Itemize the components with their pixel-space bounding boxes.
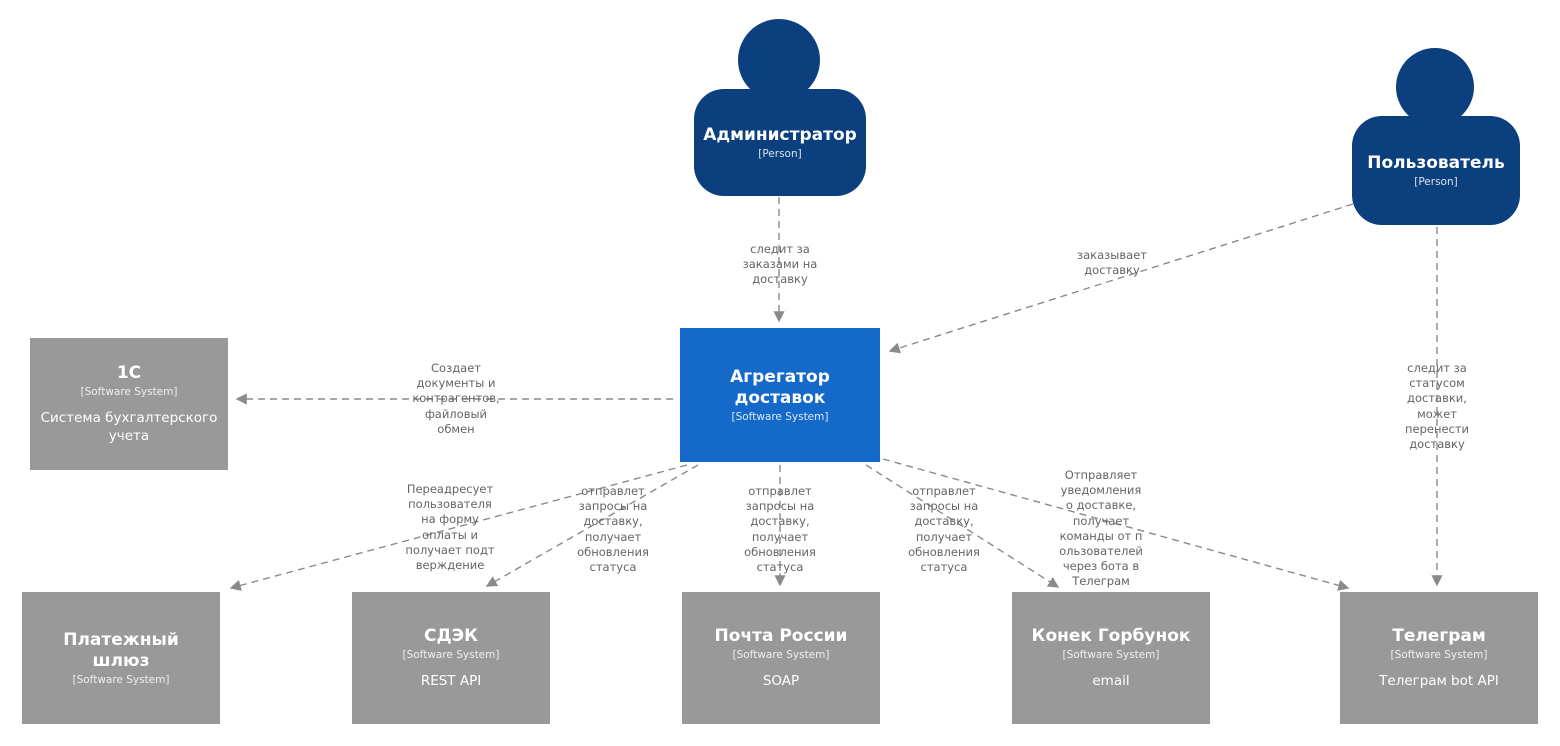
system-description: email	[1092, 672, 1130, 689]
system-meta: [Software System]	[731, 410, 829, 423]
system-title: Почта России	[714, 625, 848, 646]
person-head-user	[1396, 48, 1474, 126]
edge-label-aggregator-konek: отправлет запросы на доставку, получает …	[908, 484, 980, 574]
system-title: Платежный шлюз	[63, 630, 179, 671]
person-administrator: Администратор [Person]	[694, 89, 866, 196]
system-meta: [Software System]	[80, 386, 178, 399]
system-aggregator: Агрегатор доставок [Software System]	[680, 328, 880, 462]
system-payment-gateway: Платежный шлюз [Software System]	[22, 592, 220, 724]
system-cdek: СДЭК [Software System] REST API	[352, 592, 550, 724]
system-meta: [Software System]	[402, 648, 500, 661]
system-konek-gorbunok: Конек Горбунок [Software System] email	[1012, 592, 1210, 724]
edge-label-user-aggregator: заказывает доставку	[1077, 248, 1147, 278]
system-description: Телеграм bot API	[1379, 672, 1499, 689]
edge-label-aggregator-payment: Переадресует пользователя на форму оплат…	[405, 482, 495, 572]
system-description: Система бухгалтерского учета	[40, 410, 218, 444]
edge-label-user-telegram: следит за статусом доставки, может перен…	[1404, 361, 1470, 451]
system-russian-post: Почта России [Software System] SOAP	[682, 592, 880, 724]
system-description: SOAP	[762, 672, 800, 689]
system-1c: 1С [Software System] Система бухгалтерск…	[30, 338, 228, 470]
person-user: Пользователь [Person]	[1352, 116, 1520, 225]
edge-label-aggregator-1c: Создает документы и контрагентов, файлов…	[412, 361, 500, 436]
edge-label-aggregator-telegram: Отправляет уведомления о доставке, получ…	[1059, 468, 1143, 589]
system-title: СДЭК	[424, 625, 478, 646]
system-title: Телеграм	[1392, 625, 1486, 646]
system-meta: [Software System]	[72, 673, 170, 686]
person-meta: [Person]	[758, 148, 802, 161]
system-telegram: Телеграм [Software System] Телеграм bot …	[1340, 592, 1538, 724]
system-meta: [Software System]	[1390, 648, 1488, 661]
system-description: REST API	[420, 672, 482, 689]
person-name: Пользователь	[1367, 152, 1505, 173]
person-name: Администратор	[703, 124, 857, 145]
edge-label-aggregator-cdek: отправлет запросы на доставку, получает …	[577, 484, 649, 574]
system-meta: [Software System]	[1062, 648, 1160, 661]
edge-label-admin-aggregator: следит за заказами на доставку	[742, 242, 818, 287]
system-title: Агрегатор доставок	[730, 367, 830, 408]
system-meta: [Software System]	[732, 648, 830, 661]
edge-label-aggregator-post: отправлет запросы на доставку, получает …	[744, 484, 816, 574]
person-meta: [Person]	[1414, 176, 1458, 189]
system-title: Конек Горбунок	[1031, 625, 1191, 646]
person-head-administrator	[738, 19, 820, 101]
system-title: 1С	[116, 362, 142, 383]
